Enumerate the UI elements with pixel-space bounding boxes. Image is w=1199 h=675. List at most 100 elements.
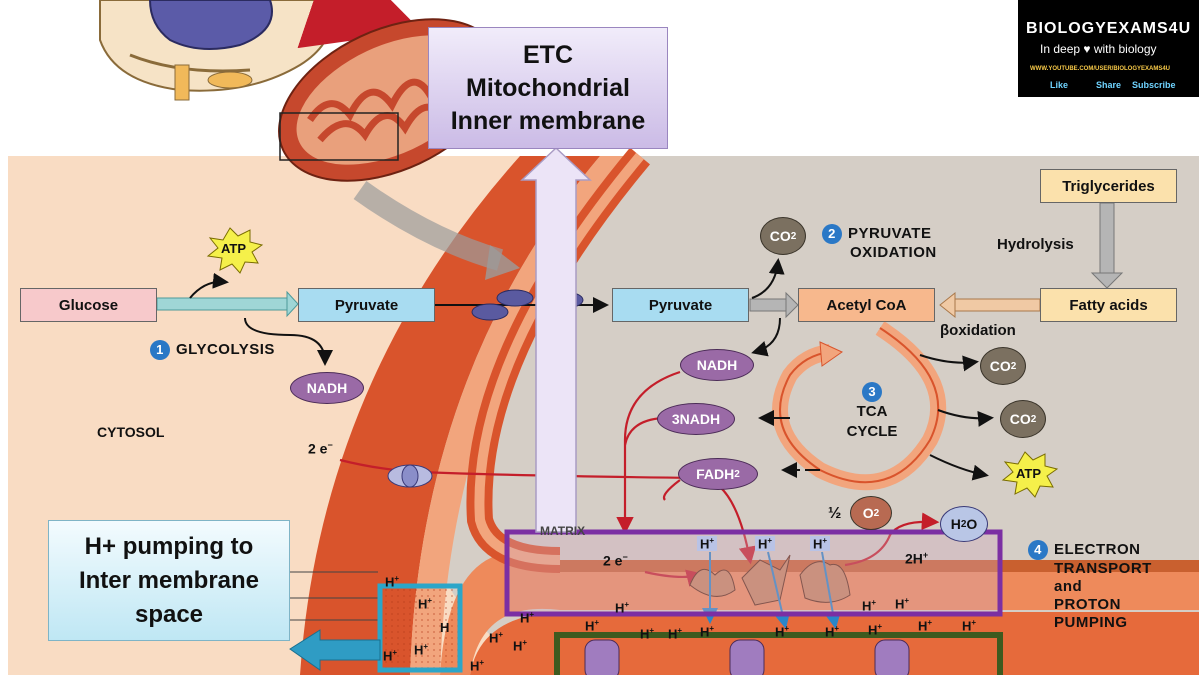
h-text: H [385,574,395,590]
h-text: H [520,610,530,626]
electrons-sup: − [622,552,628,562]
co2-text: CO [989,358,1011,374]
h-text: H [668,626,678,642]
cell-illustration [99,0,422,101]
h-text: H [868,622,878,638]
h-text: H [470,658,480,674]
h-sup: + [529,610,535,619]
proton-pumping-callout: H+ pumping to Inter membrane space [48,520,290,641]
logo-title: BIOLOGYEXAMS4U [1026,20,1192,37]
channel-logo[interactable]: BIOLOGYEXAMS4U In deep ♥ with biology WW… [1018,0,1199,97]
tca-cycle-label: 3 TCA CYCLE [842,382,902,442]
h-sup: + [877,622,883,631]
inner-membrane [440,551,1199,675]
atp-tca-label: ATP [1016,466,1042,481]
h-sup: + [392,648,398,657]
etc-1: ELECTRON [1054,540,1141,558]
tca-2: CYCLE [846,423,898,441]
tca-1: TCA [856,403,888,421]
h-sup: + [479,658,485,667]
nadh-matrix: NADH [680,349,754,381]
h-plus-matrix-1: H+ [697,536,718,552]
outer-membrane [300,156,600,675]
step-4-badge: 4 [1028,540,1048,560]
electrons-text: 2 e [603,552,623,569]
two-h-sup: + [922,550,929,560]
co2-text: CO [1009,411,1031,427]
intermembrane-highlight-frame [377,583,463,673]
atp-starburst-1 [206,227,264,274]
h-text: H [440,620,450,635]
h-text: H [418,596,428,612]
etc-callout-line2: Mitochondrial [466,73,630,102]
fadh-sub: 2 [734,468,740,480]
logo-share[interactable]: Share [1096,80,1122,90]
pyruvate-mito-box: Pyruvate [612,288,749,322]
matrix-label: MATRIX [540,524,586,538]
etc-callout: ETC Mitochondrial Inner membrane [428,27,668,149]
logo-like[interactable]: Like [1050,80,1069,90]
h2o-o: O [966,516,978,532]
pyruvate-ox-2: OXIDATION [850,244,937,261]
atp-glycolysis-label: ATP [221,241,247,256]
h-sup: + [423,642,429,651]
cytosol-label: CYTOSOL [97,424,165,440]
fadh-text: FADH [696,466,735,482]
etc-5: PUMPING [1054,614,1128,631]
h-plus-ims-8: H+ [470,658,484,673]
h-sup: + [927,618,933,627]
logo-tagline: In deep ♥ with biology [1040,42,1157,56]
h-text: H [585,618,595,634]
acetyl-coa-box: Acetyl CoA [798,288,935,322]
left-arrow [289,629,381,671]
h-text: H [414,642,424,658]
fatty-acids-box: Fatty acids [1040,288,1177,322]
h-sup: + [427,596,433,605]
step-2-badge: 2 [822,224,842,244]
h-plus-ims-10: H+ [585,618,599,633]
co2-sub: 2 [1010,360,1017,372]
nadh-cytosol: NADH [290,372,364,404]
up-arrow [520,146,592,533]
h-text: H [700,536,710,552]
glycolysis-text: GLYCOLYSIS [176,340,275,358]
h-sup: + [871,598,877,607]
co2-sub: 2 [1030,413,1037,425]
h-plus-ims-17: H+ [862,598,876,613]
hydrolysis-label: Hydrolysis [997,236,1074,253]
h-plus-ims-18: H+ [895,596,909,611]
logo-url: WWW.YOUTUBE.COM/USER/BIOLOGYEXAMS4U [1030,66,1171,72]
electrons-cytosol: 2 e− [308,440,333,457]
h-plus-ims-6: H+ [489,630,503,645]
h-sup: + [709,536,715,545]
h-text: H [962,618,972,634]
atp-synthase-frame [554,632,1003,675]
h-sup: + [904,596,910,605]
h-text: H [640,626,650,642]
h-plus-ims-11: H+ [615,600,629,615]
logo-subscribe[interactable]: Subscribe [1132,80,1176,90]
h-plus-ims-3: H [440,620,449,635]
pump-callout-line1: H+ pumping to [84,532,254,560]
h2o-h: H [950,516,961,532]
co2-sub: 2 [790,230,797,242]
h-text: H [862,598,872,614]
o2-half: ½ [828,505,842,522]
h-text: H [775,624,785,640]
h2o-sub: 2 [960,518,967,530]
h-sup: + [971,618,977,627]
h-sup: + [709,624,715,633]
electrons-matrix: 2 e− [603,552,628,569]
h-sup: + [767,536,773,545]
etc-3: and [1054,578,1083,595]
h-sup: + [834,624,840,633]
h-text: H [700,624,710,640]
step-1-badge: 1 [150,340,170,360]
h-plus-ims-9: H+ [520,610,534,625]
